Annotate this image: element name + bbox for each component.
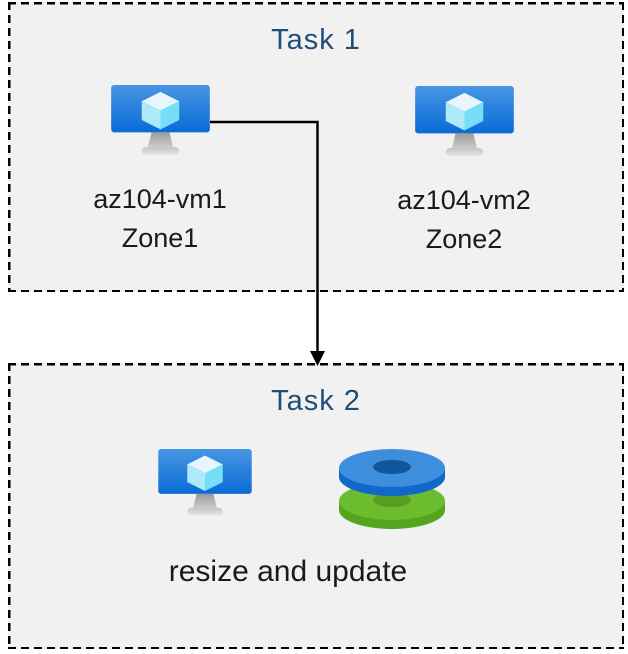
vm2-node: az104-vm2 Zone2 [364, 86, 564, 259]
task2-caption: resize and update [168, 555, 408, 588]
vm2-label: az104-vm2 Zone2 [364, 181, 564, 259]
virtual-machine-icon [110, 85, 210, 156]
vm1-zone: Zone1 [121, 223, 199, 253]
virtual-machine-icon [158, 449, 252, 516]
vm1-name: az104-vm1 [93, 184, 227, 214]
vm2-name: az104-vm2 [397, 185, 531, 215]
task1-box: Task 1 az104-vm1 Zone1 az104-vm2 Zone2 [8, 2, 624, 292]
task2-box: Task 2 resize and update [8, 363, 624, 649]
virtual-machine-icon [414, 86, 514, 157]
task1-title: Task 1 [271, 24, 361, 56]
vm1-node: az104-vm1 Zone1 [60, 85, 260, 258]
vm2-zone: Zone2 [425, 224, 503, 254]
task2-title: Task 2 [271, 385, 361, 417]
managed-disks-icon [339, 449, 445, 529]
vm1-label: az104-vm1 Zone1 [60, 180, 260, 258]
